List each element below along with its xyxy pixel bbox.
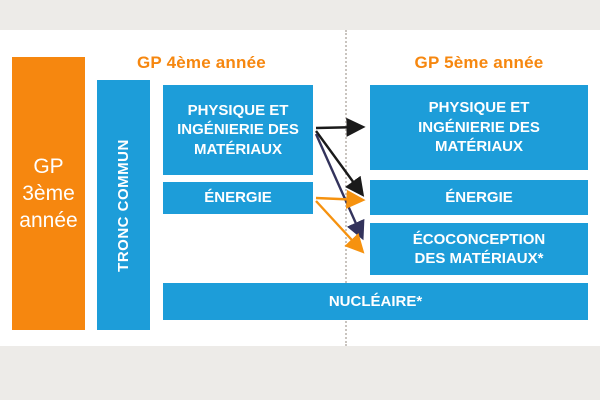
tronc-commun-label: TRONC COMMUN bbox=[115, 138, 132, 272]
gp3-year-block: GP 3ème année bbox=[12, 57, 85, 330]
box-energie-4eme: ÉNERGIE bbox=[163, 182, 313, 214]
gp5-column-header: GP 5ème année bbox=[414, 53, 544, 72]
gp4-column-header: GP 4ème année bbox=[137, 53, 266, 72]
tronc-commun-block: TRONC COMMUN bbox=[97, 80, 150, 330]
box-physique-5eme: PHYSIQUE ET INGÉNIERIE DES MATÉRIAUX bbox=[370, 85, 588, 170]
box-ecoconception-5eme: ÉCOCONCEPTION DES MATÉRIAUX* bbox=[370, 223, 588, 275]
box-physique-4eme: PHYSIQUE ET INGÉNIERIE DES MATÉRIAUX bbox=[163, 85, 313, 175]
box-energie-5eme: ÉNERGIE bbox=[370, 180, 588, 215]
box-nucleaire: NUCLÉAIRE* bbox=[163, 283, 588, 320]
